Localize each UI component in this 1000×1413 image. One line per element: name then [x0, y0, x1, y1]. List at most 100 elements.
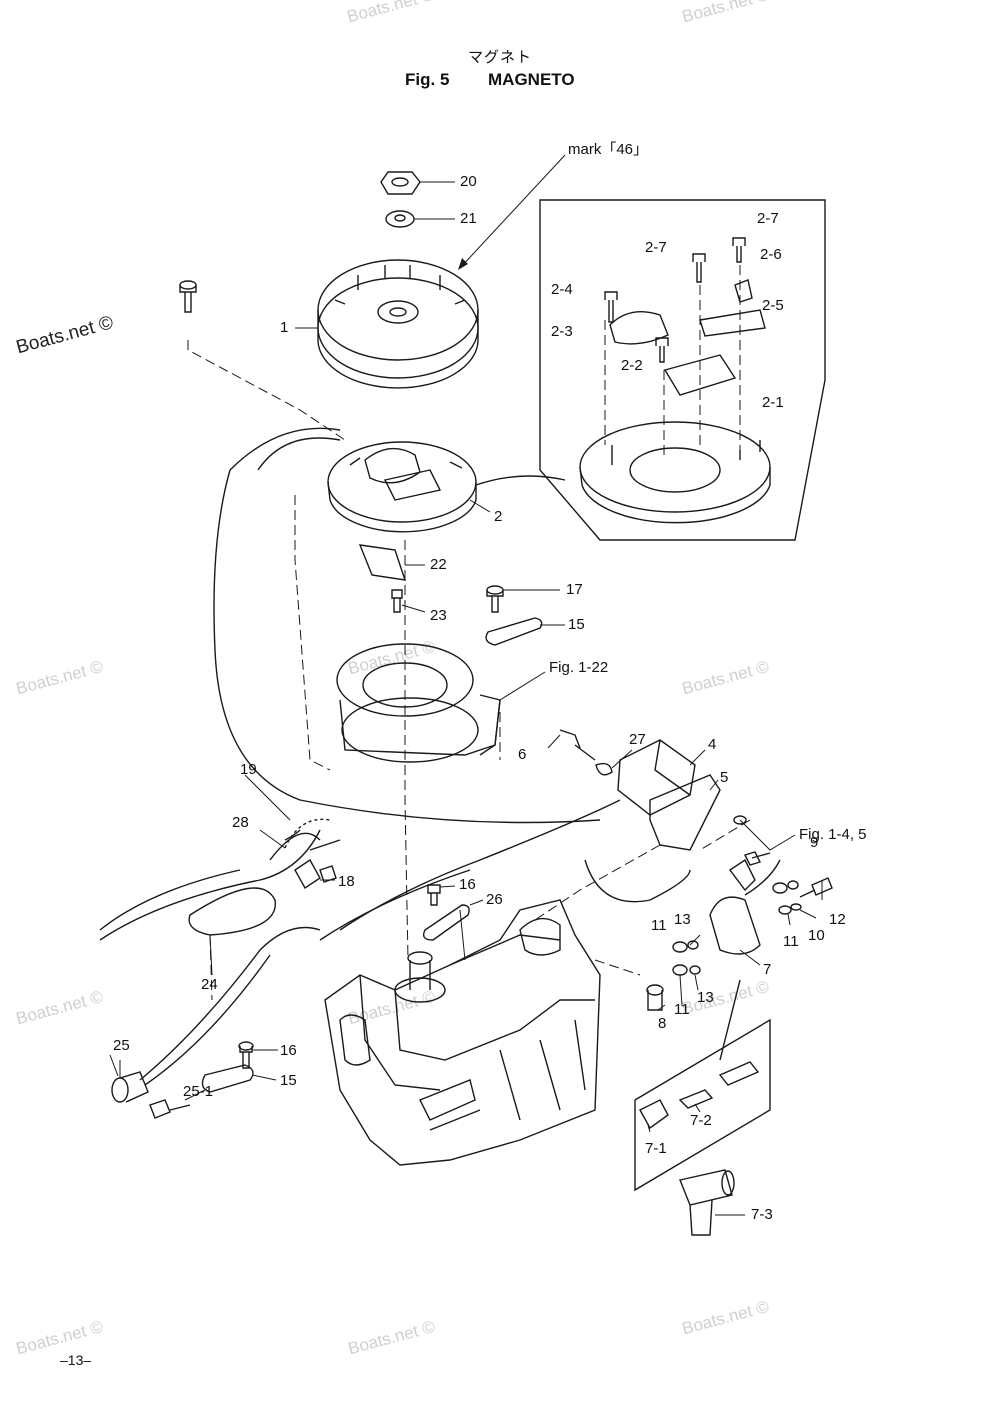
ignition-coil-7	[710, 860, 780, 954]
screw-17	[487, 586, 503, 612]
bracket-22	[360, 545, 405, 580]
screw-23	[392, 590, 402, 612]
part-label: 13	[674, 911, 691, 928]
washer-13b	[690, 966, 700, 974]
washer-11a	[673, 942, 687, 952]
screw-16-lower	[239, 1042, 253, 1068]
washer-10	[791, 904, 801, 910]
cap-7-2-end	[720, 1062, 758, 1085]
part-label: 2-1	[762, 394, 784, 411]
part-label: 25	[113, 1037, 130, 1054]
part-label: 26	[486, 891, 503, 908]
bolt-12	[800, 878, 832, 897]
title-japanese: マグネト	[467, 48, 532, 66]
bracket-5	[650, 775, 720, 850]
screw-16-upper	[428, 885, 440, 905]
plug-cap-7-1	[640, 1100, 668, 1128]
clip-27	[596, 764, 612, 775]
part-label: 13	[697, 989, 714, 1006]
part-label: 1	[280, 319, 289, 336]
part-label: 12	[829, 911, 846, 928]
part-label: 27	[629, 731, 646, 748]
part-label: 11	[783, 933, 799, 950]
part-label: 7-1	[645, 1140, 667, 1157]
part-label: 28	[232, 814, 249, 831]
washer-13a	[688, 941, 698, 949]
part-label: 2-6	[760, 246, 782, 263]
part-label: 17	[566, 581, 583, 598]
washer-11c	[779, 906, 791, 914]
part-label: 2-5	[762, 297, 784, 314]
part-label: 2-7	[645, 239, 667, 256]
screw-2-4	[605, 292, 617, 322]
part-label: 23	[430, 607, 447, 624]
page-number: –13–	[60, 1352, 92, 1368]
figure-title: MAGNETO	[488, 70, 575, 89]
part-label: 10	[808, 927, 825, 944]
part-label: 20	[460, 173, 477, 190]
part-label: 7-3	[751, 1206, 773, 1223]
charge-coil-2-3	[610, 312, 668, 344]
nut-8	[647, 985, 663, 995]
stator-detail	[580, 238, 770, 523]
part-label: 5	[720, 769, 729, 786]
part-label: 16	[459, 876, 476, 893]
stator-plate-2	[328, 442, 476, 532]
part-label: 7-2	[690, 1112, 712, 1129]
part-label: 19	[240, 761, 257, 778]
part-label: 2-4	[551, 281, 573, 298]
plug-cap-7-3	[680, 1170, 734, 1235]
part-label: 11	[674, 1001, 690, 1018]
part-label: 15	[568, 616, 585, 633]
part-label: 18	[338, 873, 355, 890]
part-label: 2-3	[551, 323, 573, 340]
bolt-6	[560, 730, 595, 760]
flywheel-1	[318, 260, 478, 388]
part-label: 2	[494, 508, 503, 525]
screw-2-2	[656, 338, 668, 362]
washer-21	[386, 211, 414, 227]
washer-9b	[788, 881, 798, 889]
part-label: 7	[763, 961, 772, 978]
part-label: 2-7	[757, 210, 779, 227]
connector-28	[285, 830, 340, 850]
figure-number: Fig. 5	[405, 70, 450, 89]
leader-lines	[110, 155, 822, 1215]
detail-inset-frame	[540, 200, 825, 540]
inset-frame-7	[635, 1020, 770, 1190]
part-label: 8	[658, 1015, 667, 1032]
part-label: 22	[430, 556, 447, 573]
part-label: 6	[518, 746, 527, 763]
crankcase	[325, 900, 600, 1165]
screw-fig-1-4-5	[734, 816, 770, 865]
terminal-7-2	[680, 1090, 712, 1108]
washer-11b	[673, 965, 687, 975]
connector-18	[295, 860, 320, 888]
callout-fig-1-4-5: Fig. 1-4, 5	[799, 826, 867, 843]
callout-mark-46: mark「46」	[568, 141, 649, 158]
alignment-lines	[188, 265, 750, 1000]
plate-26	[424, 905, 470, 940]
nut-20	[381, 172, 420, 194]
mark-arrow-head	[458, 258, 468, 270]
washer-9	[773, 883, 787, 893]
part-label: 21	[460, 210, 477, 227]
callout-fig-1-22: Fig. 1-22	[549, 659, 609, 676]
wire-harness	[100, 428, 740, 1085]
bracket-2-6	[735, 280, 752, 302]
part-label: 24	[201, 976, 218, 993]
cdi-unit-4	[618, 740, 695, 815]
plate-15-upper	[486, 618, 542, 645]
part-label: 16	[280, 1042, 297, 1059]
part-label: 9	[810, 834, 819, 851]
part-label: 4	[708, 736, 717, 753]
plate-15-lower	[202, 1065, 253, 1092]
flywheel-bolt	[180, 281, 196, 312]
part-label: 25-1	[183, 1083, 214, 1100]
base-plate	[337, 644, 500, 762]
part-label: 2-2	[621, 357, 643, 374]
screw-2-7b	[733, 238, 745, 262]
pulser-coil-2-1	[665, 355, 735, 395]
